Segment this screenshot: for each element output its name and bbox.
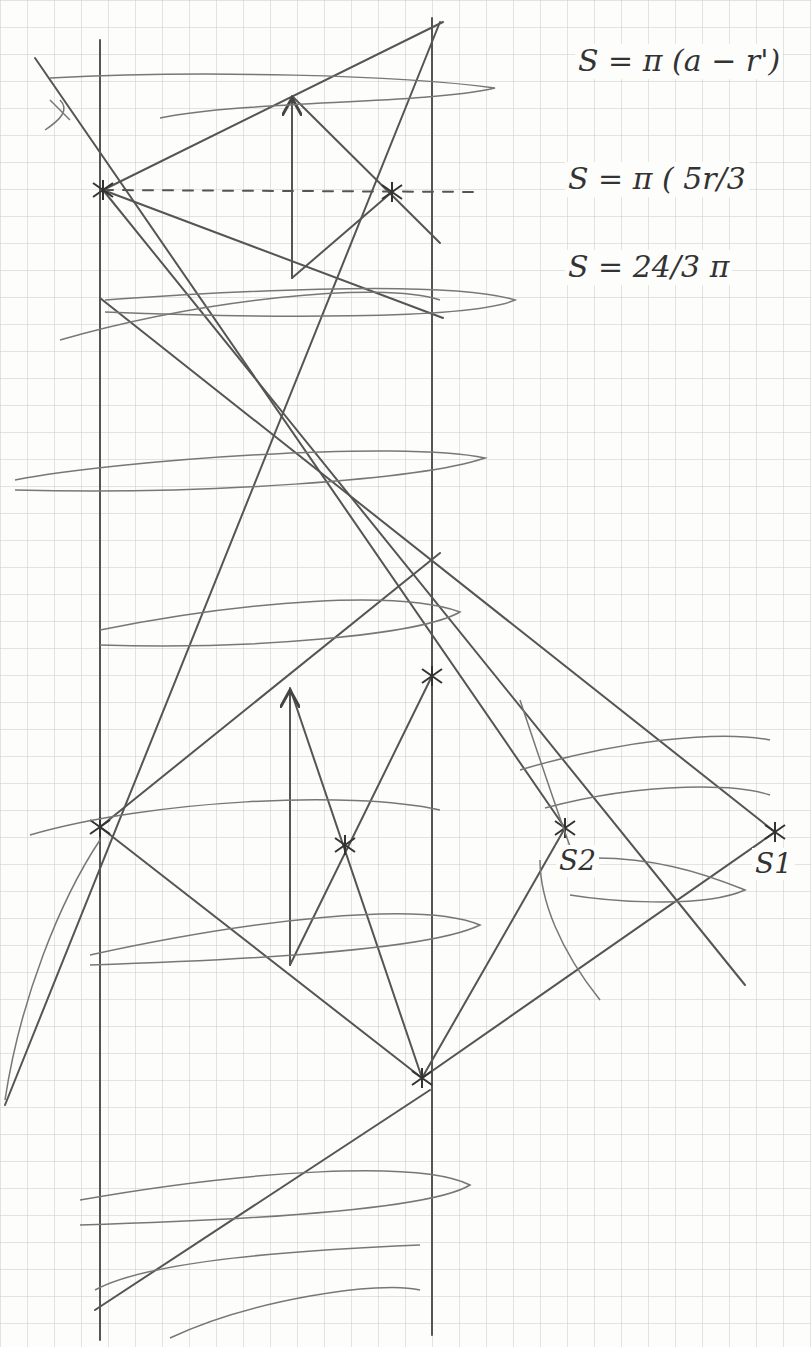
source-label: S2 [556,845,599,877]
source-label: S1 [752,848,795,880]
scribble-loops [5,74,770,1338]
formula-note: S = 24/3 π [565,250,732,285]
point-marks [90,180,785,1088]
formula-note: S = π ( 5r/3 [565,162,749,197]
formula-note: S = π (a − r') [575,44,783,79]
ray-lines [5,18,775,1340]
